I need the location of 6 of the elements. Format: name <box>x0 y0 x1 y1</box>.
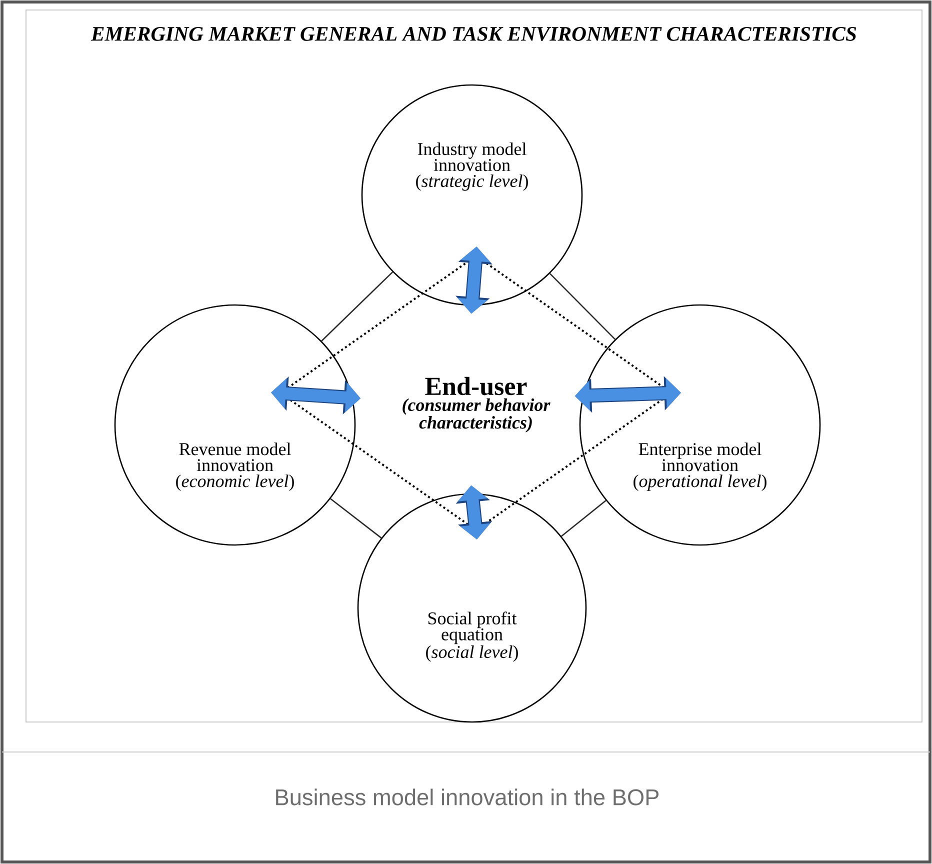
title: EMERGING MARKET GENERAL AND TASK ENVIRONMENT CHARACTERISTICS <box>90 27 856 41</box>
connector-line <box>549 273 616 340</box>
connector-line <box>330 498 382 538</box>
connector-line <box>561 500 606 537</box>
caption: Business model innovation in the BOP <box>276 788 659 806</box>
connector-line <box>321 272 394 342</box>
